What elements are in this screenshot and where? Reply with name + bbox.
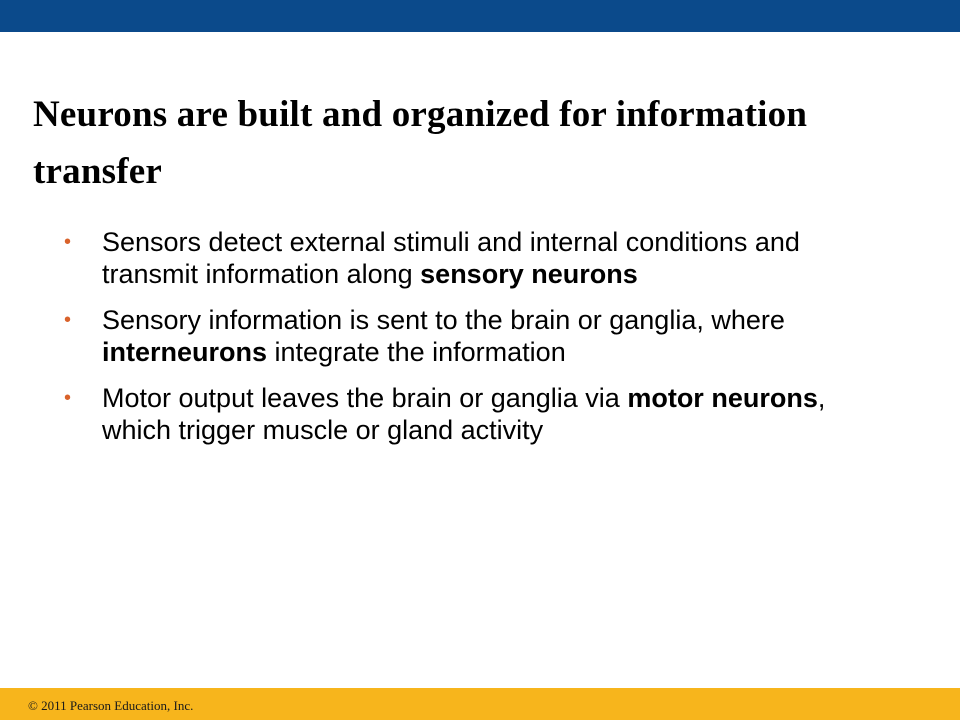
bullet-marker: • — [64, 387, 72, 409]
footer-banner — [0, 688, 960, 720]
slide-title: Neurons are built and organized for info… — [33, 94, 808, 192]
bullet-text: Sensory information is sent to the brain… — [102, 305, 785, 367]
bullet-marker: • — [64, 309, 72, 331]
top-banner — [0, 0, 960, 32]
bullet-item: • Sensory information is sent to the bra… — [64, 304, 884, 368]
bullet-item: • Sensors detect external stimuli and in… — [64, 226, 884, 290]
bullet-item: • Motor output leaves the brain or gangl… — [64, 382, 884, 446]
copyright-notice: © 2011 Pearson Education, Inc. — [28, 698, 194, 713]
bullet-marker: • — [64, 231, 72, 253]
bullet-bold-term: motor neurons — [627, 383, 818, 413]
bullet-text-segment: Sensors detect external stimuli and inte… — [102, 227, 800, 289]
bullet-list: • Sensors detect external stimuli and in… — [64, 226, 884, 460]
bullet-text-segment: integrate the information — [267, 337, 566, 367]
bullet-text: Motor output leaves the brain or ganglia… — [102, 383, 825, 445]
bullet-text-segment: Sensory information is sent to the brain… — [102, 305, 785, 335]
bullet-text-segment: , which trigger muscle or gland activity — [102, 383, 826, 445]
bullet-text-segment: Motor output leaves the brain or ganglia… — [102, 383, 628, 413]
bullet-bold-term: sensory neurons — [420, 259, 638, 289]
bullet-bold-term: interneurons — [102, 337, 268, 367]
bullet-text: Sensors detect external stimuli and inte… — [102, 227, 800, 289]
